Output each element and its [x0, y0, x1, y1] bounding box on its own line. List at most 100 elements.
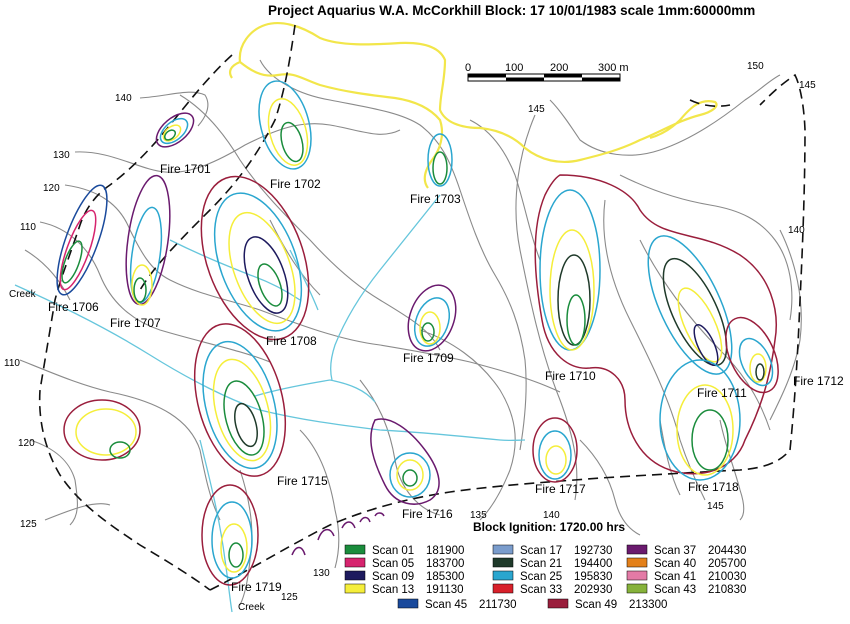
- contour-label: 125: [281, 592, 298, 603]
- legend-time: 192730: [574, 545, 612, 557]
- contour-label: 145: [707, 501, 724, 512]
- legend-time: 191130: [426, 584, 464, 596]
- legend-label: Scan 13: [372, 584, 414, 596]
- contour-label: 130: [53, 150, 70, 161]
- legend-time: 202930: [574, 584, 612, 596]
- legend-time: 213300: [629, 599, 667, 611]
- legend-time: 210830: [708, 584, 746, 596]
- legend-item: Scan 43 210830: [626, 583, 746, 596]
- contour-label: 140: [788, 225, 805, 236]
- scale-tick-200: 200: [550, 62, 568, 74]
- block-boundary: [38, 24, 806, 591]
- legend-label: Scan 25: [520, 571, 562, 583]
- fire-perimeters: [56, 80, 779, 586]
- legend-item: Scan 41 210030: [626, 570, 746, 583]
- fire-label-1717: Fire 1717: [535, 482, 586, 496]
- legend-item: Scan 17 192730: [492, 544, 612, 557]
- creek-label: Creek: [238, 602, 266, 613]
- fire-label-1709: Fire 1709: [403, 351, 454, 365]
- fire-label-1702: Fire 1702: [270, 177, 321, 191]
- map-title: Project Aquarius W.A. McCorkhill Block: …: [268, 3, 755, 18]
- creeks: [14, 194, 526, 613]
- legend-swatch: [626, 544, 648, 555]
- legend-time: 211730: [479, 599, 517, 611]
- legend-swatch: [344, 583, 366, 594]
- scale-tick-0: 0: [465, 62, 471, 74]
- legend-label: Scan 40: [654, 558, 696, 570]
- legend-time: 194400: [574, 558, 612, 570]
- legend-label: Scan 21: [520, 558, 562, 570]
- legend-swatch: [547, 598, 569, 609]
- contour-label: 140: [543, 510, 560, 521]
- legend-item: Scan 09 185300: [344, 570, 464, 583]
- fire-label-1711: Fire 1711: [697, 386, 747, 400]
- contour-label: 140: [115, 93, 132, 104]
- fire-label-1706: Fire 1706: [48, 300, 99, 314]
- road: [229, 21, 718, 189]
- legend-time: 205700: [708, 558, 746, 570]
- contour-labels: 150 145 145 140 140 130 120 110 110 120 …: [4, 61, 816, 603]
- topo-contours: [19, 59, 802, 606]
- legend-time: 204430: [708, 545, 746, 557]
- legend-label: Scan 33: [520, 584, 562, 596]
- fire-label-1718: Fire 1718: [688, 480, 739, 494]
- fire-label-1716: Fire 1716: [402, 507, 453, 521]
- contour-label: 120: [43, 183, 60, 194]
- contour-label: 120: [18, 438, 35, 449]
- legend-item: Scan 13 191130: [344, 583, 464, 596]
- legend-label: Scan 41: [654, 571, 696, 583]
- legend-label: Scan 01: [372, 545, 414, 557]
- contour-label: 110: [4, 358, 20, 369]
- fire-label-1708: Fire 1708: [266, 334, 317, 348]
- contour-label: 150: [747, 61, 764, 72]
- legend-item: Scan 49 213300: [547, 598, 667, 611]
- contour-label: 145: [799, 80, 816, 91]
- legend-label: Scan 09: [372, 571, 414, 583]
- legend-time: 185300: [426, 571, 464, 583]
- fire-label-1703: Fire 1703: [410, 192, 461, 206]
- legend-time: 183700: [426, 558, 464, 570]
- contour-label: 130: [313, 568, 330, 579]
- fire-label-1710: Fire 1710: [545, 369, 596, 383]
- legend-swatch: [626, 557, 648, 568]
- legend-label: Scan 05: [372, 558, 414, 570]
- legend-item: Scan 01 181900: [344, 544, 464, 557]
- contour-label: 125: [20, 519, 37, 530]
- legend-label: Scan 37: [654, 545, 696, 557]
- legend-swatch: [492, 583, 514, 594]
- fire-label-1707: Fire 1707: [110, 316, 161, 330]
- legend-item: Scan 33 202930: [492, 583, 612, 596]
- legend-swatch: [344, 544, 366, 555]
- legend-swatch: [492, 544, 514, 555]
- legend-swatch: [344, 570, 366, 581]
- legend-time: 210030: [708, 571, 746, 583]
- contour-label: 110: [20, 222, 36, 233]
- creek-label: Creek: [9, 289, 37, 300]
- legend: Scan 01 181900 Scan 05 183700 Scan 09 18…: [344, 544, 746, 611]
- scale-bar: 0 100 200 300 m: [465, 62, 629, 82]
- fire-label-1712: Fire 1712: [793, 374, 844, 388]
- legend-item: Scan 40 205700: [626, 557, 746, 570]
- legend-item: Scan 37 204430: [626, 544, 746, 557]
- block-ignition: Block Ignition: 1720.00 hrs: [473, 520, 625, 534]
- fire-label-1719: Fire 1719: [231, 580, 282, 594]
- legend-item: Scan 45 211730: [397, 598, 517, 611]
- legend-label: Scan 43: [654, 584, 696, 596]
- fire-labels: Fire 1701 Fire 1702 Fire 1703 Fire 1706 …: [48, 162, 844, 594]
- legend-swatch: [397, 598, 419, 609]
- scale-tick-100: 100: [505, 62, 523, 74]
- legend-swatch: [344, 557, 366, 568]
- contour-label: 145: [528, 104, 545, 115]
- legend-time: 195830: [574, 571, 612, 583]
- fire-label-1701: Fire 1701: [160, 162, 211, 176]
- legend-swatch: [492, 557, 514, 568]
- contour-label: 135: [470, 510, 487, 521]
- legend-swatch: [626, 583, 648, 594]
- legend-item: Scan 25 195830: [492, 570, 612, 583]
- legend-swatch: [492, 570, 514, 581]
- legend-label: Scan 17: [520, 545, 562, 557]
- legend-swatch: [626, 570, 648, 581]
- legend-item: Scan 05 183700: [344, 557, 464, 570]
- legend-label: Scan 45: [425, 599, 467, 611]
- fire-label-1715: Fire 1715: [277, 474, 328, 488]
